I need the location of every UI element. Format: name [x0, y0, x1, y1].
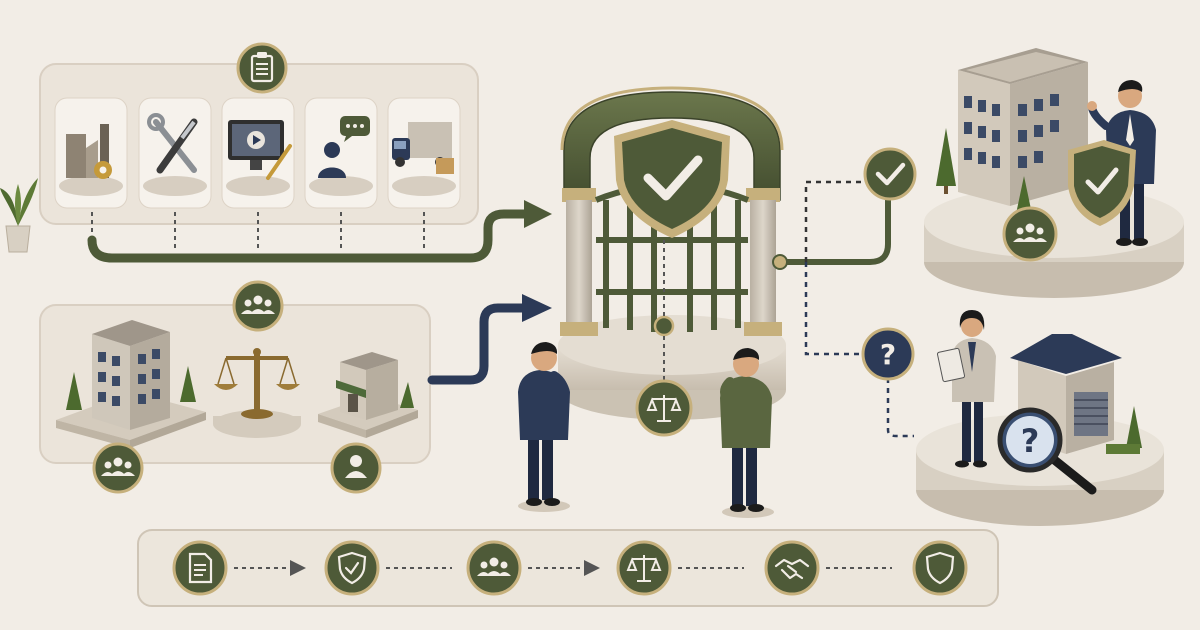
delivery-truck-icon [392, 122, 454, 174]
factory-icon [66, 124, 112, 179]
outcome-review-question-badge: ? [861, 327, 915, 381]
tile-factory [54, 97, 128, 209]
scales-icon [646, 395, 682, 422]
office-building [56, 320, 206, 448]
under-review-business-scene: ? [916, 310, 1164, 526]
step-handshake-badge [764, 540, 820, 596]
step-shield-check-badge [324, 540, 380, 596]
tile-tools [138, 97, 212, 209]
video-screen-icon [228, 120, 292, 180]
gate-pillar-right [744, 188, 782, 336]
tile-person-chat [304, 97, 378, 209]
magnifier-question-icon: ? [997, 407, 1097, 495]
gate-bars [594, 182, 750, 332]
group-icon [101, 457, 135, 476]
middle-panel-group-badge [232, 280, 284, 332]
group-icon [241, 295, 275, 314]
process-bar [137, 529, 999, 607]
small-shop [318, 352, 418, 438]
document-icon [188, 552, 213, 584]
middle-panel-person-badge [330, 442, 382, 494]
arrow-head-olive [524, 200, 552, 228]
step-shield-badge [912, 540, 968, 596]
clipboard-icon [250, 52, 274, 83]
top-panel-clipboard-badge [236, 42, 288, 94]
potted-plant [0, 178, 38, 253]
approved-group-badge [1002, 206, 1058, 262]
check-icon [875, 162, 906, 186]
shield-check-icon [337, 551, 367, 585]
person-olive-suit [720, 348, 774, 518]
scales-icon [626, 555, 662, 582]
middle-panel-connector [427, 294, 552, 385]
outcome-connectors [772, 180, 914, 438]
step-scales-badge [616, 540, 672, 596]
gate-pillar-left [560, 188, 598, 336]
step-document-badge [172, 540, 228, 596]
person-navy-suit [518, 342, 570, 512]
group-icon [477, 557, 511, 576]
handshake-icon [774, 558, 810, 580]
top-panel [39, 42, 479, 225]
shield-check-icon [643, 155, 703, 201]
person-icon [345, 455, 367, 478]
tile-truck [387, 97, 461, 209]
balance-scale [213, 348, 301, 438]
tile-video [221, 97, 295, 209]
middle-panel [39, 280, 431, 494]
top-panel-connector [87, 200, 552, 263]
person-chat-icon [318, 116, 370, 178]
tools-icon [147, 113, 198, 174]
gate-shield [614, 120, 730, 238]
outcome-approved-check-badge [863, 147, 917, 201]
arrow-head-navy [522, 294, 552, 322]
shield-icon [925, 551, 955, 585]
approved-business-scene [924, 48, 1184, 298]
group-icon [1013, 223, 1047, 242]
question-icon: ? [880, 338, 896, 371]
gate-scales-badge [635, 379, 693, 437]
step-group-badge [466, 540, 522, 596]
middle-panel-group-badge-bottom [92, 442, 144, 494]
svg-text:?: ? [1021, 422, 1040, 460]
